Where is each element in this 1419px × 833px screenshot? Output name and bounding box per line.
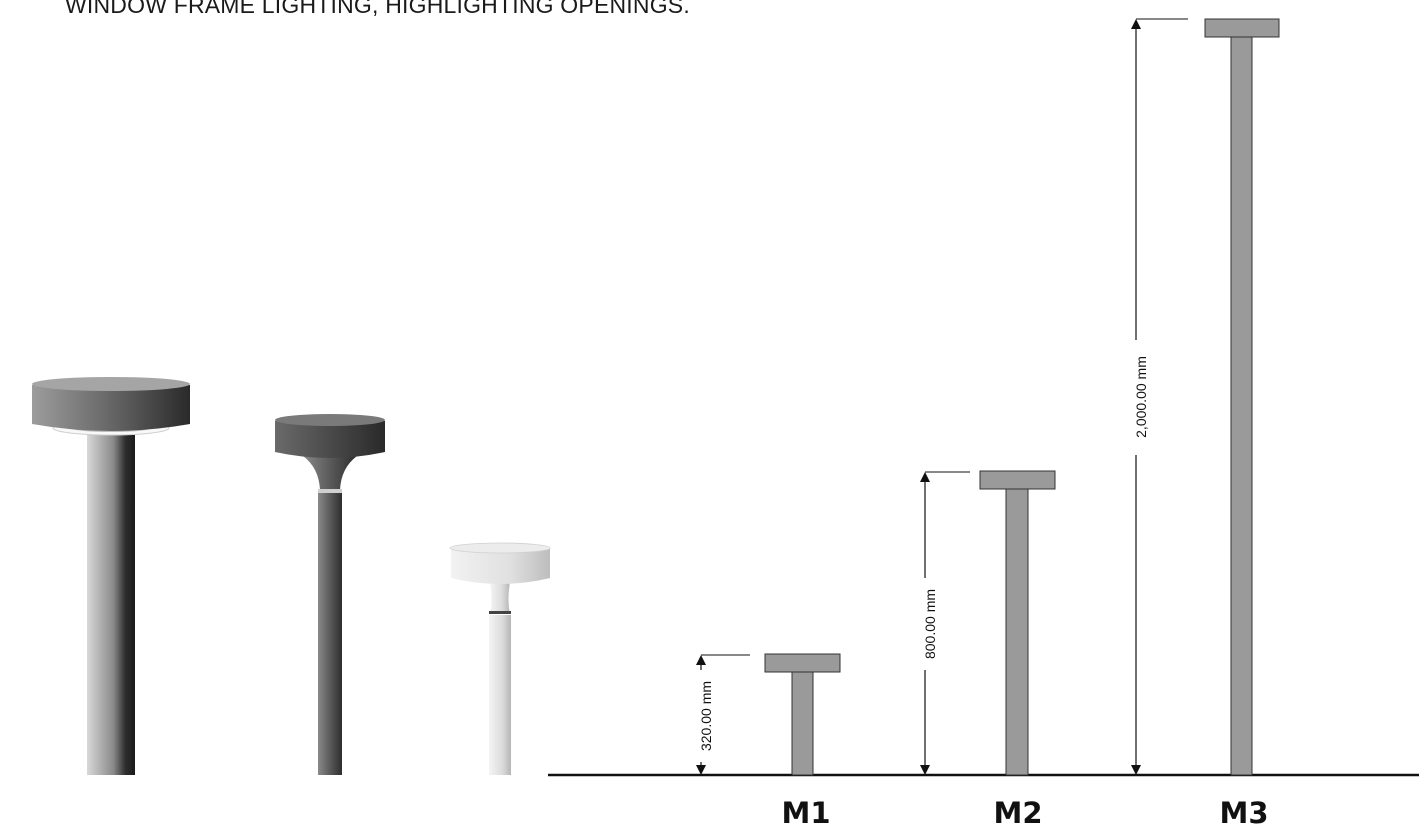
dimension-label-m1: 320.00 mm: [698, 681, 714, 751]
model-m3-diagram: 2,000.00 mm: [1129, 18, 1280, 776]
bollard-large-dark: [32, 377, 190, 775]
caption-text: WINDOW FRAME LIGHTING, HIGHLIGHTING OPEN…: [65, 0, 690, 18]
model-label-m2: M2: [993, 796, 1043, 830]
dimension-label-m3: 2,000.00 mm: [1133, 356, 1149, 438]
model-m1-diagram: 320.00 mm: [694, 653, 841, 776]
bollard-small-white: [449, 542, 551, 775]
model-label-m3: M3: [1219, 796, 1269, 830]
model-m2-diagram: 800.00 mm: [918, 470, 1056, 776]
dimension-label-m2: 800.00 mm: [922, 589, 938, 659]
model-label-m1: M1: [781, 796, 831, 830]
bollard-medium-dark: [275, 414, 385, 775]
